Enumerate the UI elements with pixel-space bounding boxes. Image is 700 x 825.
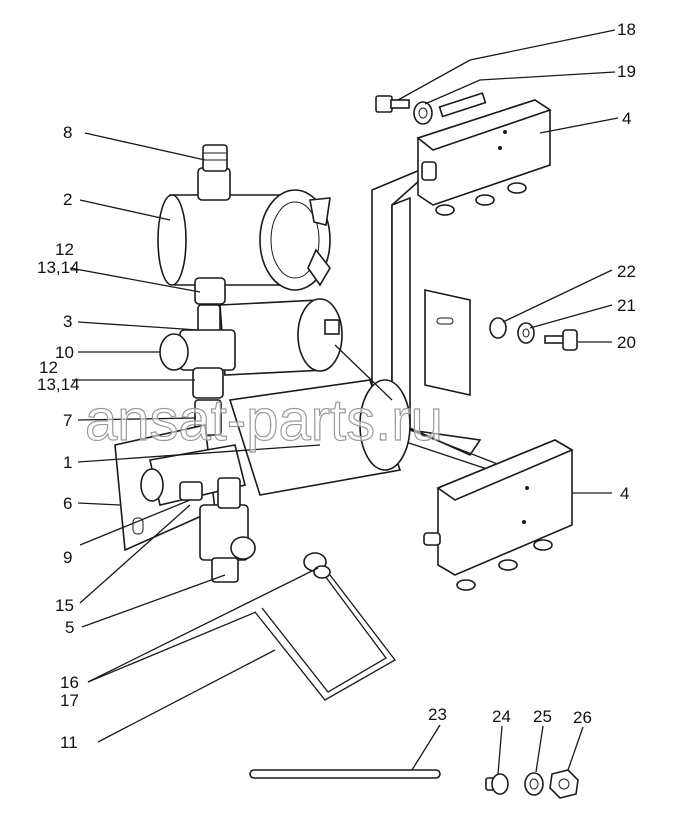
distribution-block: [140, 444, 256, 583]
callout-8: 8: [63, 123, 72, 142]
callout-4-lower: 4: [620, 484, 629, 503]
callout-24: 24: [492, 707, 511, 726]
callout-21: 21: [617, 296, 636, 315]
callout-18: 18: [617, 20, 636, 39]
callout-25: 25: [533, 707, 552, 726]
callout-3: 3: [63, 312, 72, 331]
mounting-bracket: [371, 168, 501, 471]
callout-16: 16: [60, 673, 79, 692]
callout-6: 6: [63, 494, 72, 513]
bent-pipe: [254, 552, 396, 701]
valve-block-lower: [423, 439, 574, 591]
callout-12-upper: 12: [55, 240, 74, 259]
callout-2: 2: [63, 190, 72, 209]
callout-1: 1: [63, 453, 72, 472]
bolt-and-washers-right: [489, 317, 578, 351]
callout-4-upper: 4: [622, 109, 631, 128]
callout-9: 9: [63, 548, 72, 567]
leader-lines: [69, 29, 619, 775]
callout-22: 22: [617, 262, 636, 281]
callout-5: 5: [65, 618, 74, 637]
callout-10: 10: [55, 343, 74, 362]
bolt-and-washer-upper: [375, 95, 433, 125]
callout-19: 19: [617, 62, 636, 81]
fuel-filter-upper: [157, 144, 331, 305]
callout-12-lower: 12: [39, 358, 58, 377]
callout-7: 7: [63, 411, 72, 430]
callout-17: 17: [60, 691, 79, 710]
callout-20: 20: [617, 333, 636, 352]
watermark: ansat-parts.ru: [85, 388, 443, 453]
callout-15: 15: [55, 596, 74, 615]
hose-and-fittings: [249, 769, 579, 799]
callout-26: 26: [573, 708, 592, 727]
callout-23: 23: [428, 705, 447, 724]
valve-block-upper: [416, 92, 552, 216]
callout-labels: 18 19 4 8 2 12 13,14 3 10 12 13,14 7 1 6…: [37, 20, 636, 752]
callout-13-14-lower: 13,14: [37, 375, 80, 394]
fuel-filter-lower: [228, 344, 411, 496]
filter-housing-middle: [219, 298, 343, 376]
callout-13-14-upper: 13,14: [37, 258, 80, 277]
callout-11: 11: [60, 733, 78, 752]
